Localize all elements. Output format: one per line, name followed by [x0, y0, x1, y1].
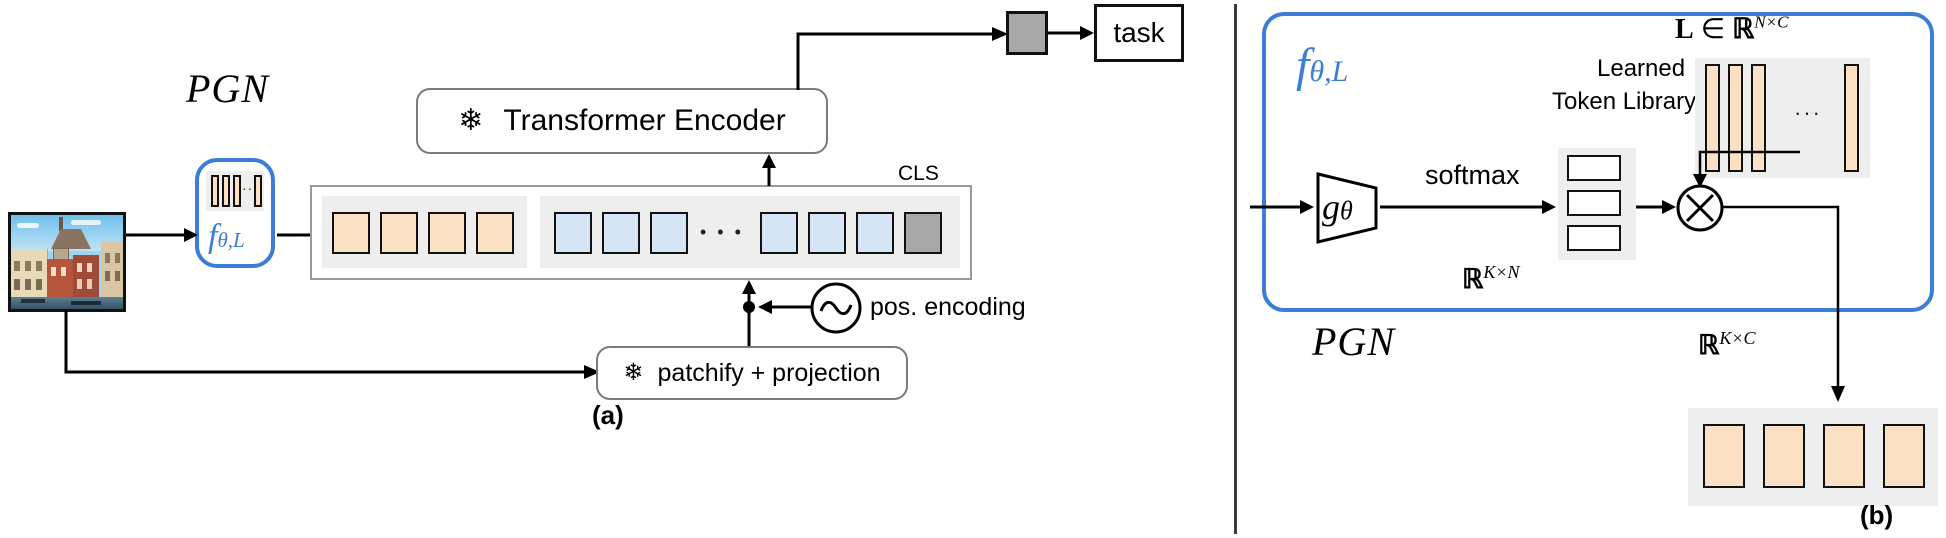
patch-token — [650, 212, 688, 254]
output-dim-label: ℝK×C — [1698, 328, 1756, 361]
library-dim-R: ℝ — [1732, 14, 1755, 45]
pos-encoding-label: pos. encoding — [870, 293, 1026, 321]
attention-row — [1567, 155, 1621, 181]
pgn-module-f: f — [208, 218, 218, 255]
token-library-strip — [1695, 58, 1870, 178]
library-dim-superscript: N×C — [1754, 12, 1789, 32]
pgn-library-bar — [254, 175, 262, 207]
pgn-library-bar — [222, 175, 230, 207]
g-theta-encoder — [1316, 172, 1378, 244]
learned-token-library-label-line1: Learned — [1597, 55, 1686, 82]
arrow-attn-to-multiply — [1636, 200, 1676, 214]
library-bar — [1705, 64, 1720, 172]
panel-a: PGN — [8, 4, 1184, 430]
attention-row — [1567, 190, 1621, 216]
patch-token-ellipsis: • • • — [700, 222, 744, 242]
prompt-token — [476, 212, 514, 254]
pgn-library-bar — [211, 175, 219, 207]
pgn-library-bar — [233, 175, 241, 207]
patch-token — [760, 212, 798, 254]
learned-token-library-label-line2: Token Library — [1552, 88, 1697, 115]
attention-dim-superscript: K×N — [1483, 262, 1520, 282]
snowflake-icon: ❄ — [458, 104, 484, 137]
library-bar — [1728, 64, 1743, 172]
patchify-label: patchify + projection — [657, 358, 881, 387]
output-dim-R: ℝ — [1698, 330, 1720, 360]
transformer-encoder-label: Transformer Encoder — [503, 104, 786, 137]
panel-b: fθ,L L ∈ ℝN×C Learned Token Library ··· … — [1240, 0, 1946, 538]
arrow-posenc-to-junction — [758, 300, 812, 314]
attention-dim-label: ℝK×N — [1462, 262, 1520, 295]
g-theta-main: g — [1322, 187, 1340, 227]
arrow-gtheta-to-attn — [1380, 200, 1556, 214]
arrow-patchify-to-sequence — [742, 280, 756, 348]
panel-a-caption: (a) — [592, 400, 624, 430]
arrow-encoder-to-head — [796, 27, 1008, 90]
output-token — [1883, 424, 1925, 488]
head-token — [1006, 11, 1048, 55]
patch-token — [554, 212, 592, 254]
library-bar — [1751, 64, 1766, 172]
library-bar — [1844, 64, 1859, 172]
g-theta-sub: θ — [1340, 196, 1353, 225]
output-token — [1823, 424, 1865, 488]
library-dim-bold-L: L — [1675, 14, 1694, 45]
panel-b-caption: (b) — [1860, 500, 1894, 530]
patchify-box: ❄ patchify + projection — [596, 346, 908, 400]
cls-token — [904, 212, 942, 254]
patch-token — [808, 212, 846, 254]
g-theta-label: gθ — [1322, 186, 1353, 228]
output-token — [1703, 424, 1745, 488]
arrow-input-to-gtheta — [1250, 200, 1314, 214]
prompt-token — [428, 212, 466, 254]
pgn-module-subscript: θ,L — [217, 228, 245, 252]
arrow-head-to-task — [1048, 26, 1094, 40]
arrow-image-to-patchify — [64, 310, 600, 379]
library-dim-in: ∈ — [1700, 14, 1726, 45]
panel-b-pgn-title: PGN — [1312, 319, 1395, 364]
prompt-token — [380, 212, 418, 254]
arrow-image-to-pgn — [126, 228, 198, 242]
arrow-sequence-to-encoder — [762, 154, 776, 186]
task-label: task — [1113, 17, 1165, 48]
arrow-multiply-to-output — [1722, 205, 1845, 402]
panel-b-module-label: fθ,L — [1296, 38, 1348, 93]
patch-token — [602, 212, 640, 254]
prompt-token — [332, 212, 370, 254]
library-ellipsis: ··· — [1794, 100, 1822, 125]
patch-token — [856, 212, 894, 254]
panel-b-module-f: f — [1296, 39, 1310, 92]
panel-a-pgn-title: PGN — [186, 66, 269, 111]
attention-dim-R: ℝ — [1462, 264, 1484, 294]
arrow-library-to-multiply — [1693, 150, 1800, 188]
library-dim-label: L ∈ ℝN×C — [1675, 12, 1788, 46]
output-dim-superscript: K×C — [1719, 328, 1756, 348]
sine-wave-icon — [810, 282, 862, 334]
input-image — [8, 212, 126, 312]
panel-b-module-subscript: θ,L — [1309, 55, 1349, 88]
snowflake-icon: ❄ — [623, 359, 644, 386]
cls-label: CLS — [898, 162, 939, 185]
multiply-node — [1676, 184, 1724, 232]
output-token — [1763, 424, 1805, 488]
pgn-module-label: fθ,L — [208, 218, 245, 256]
task-box: task — [1094, 4, 1184, 62]
panel-divider — [1234, 4, 1237, 534]
transformer-encoder-box: ❄ Transformer Encoder — [416, 88, 828, 154]
softmax-label: softmax — [1425, 160, 1520, 190]
attention-row — [1567, 225, 1621, 251]
